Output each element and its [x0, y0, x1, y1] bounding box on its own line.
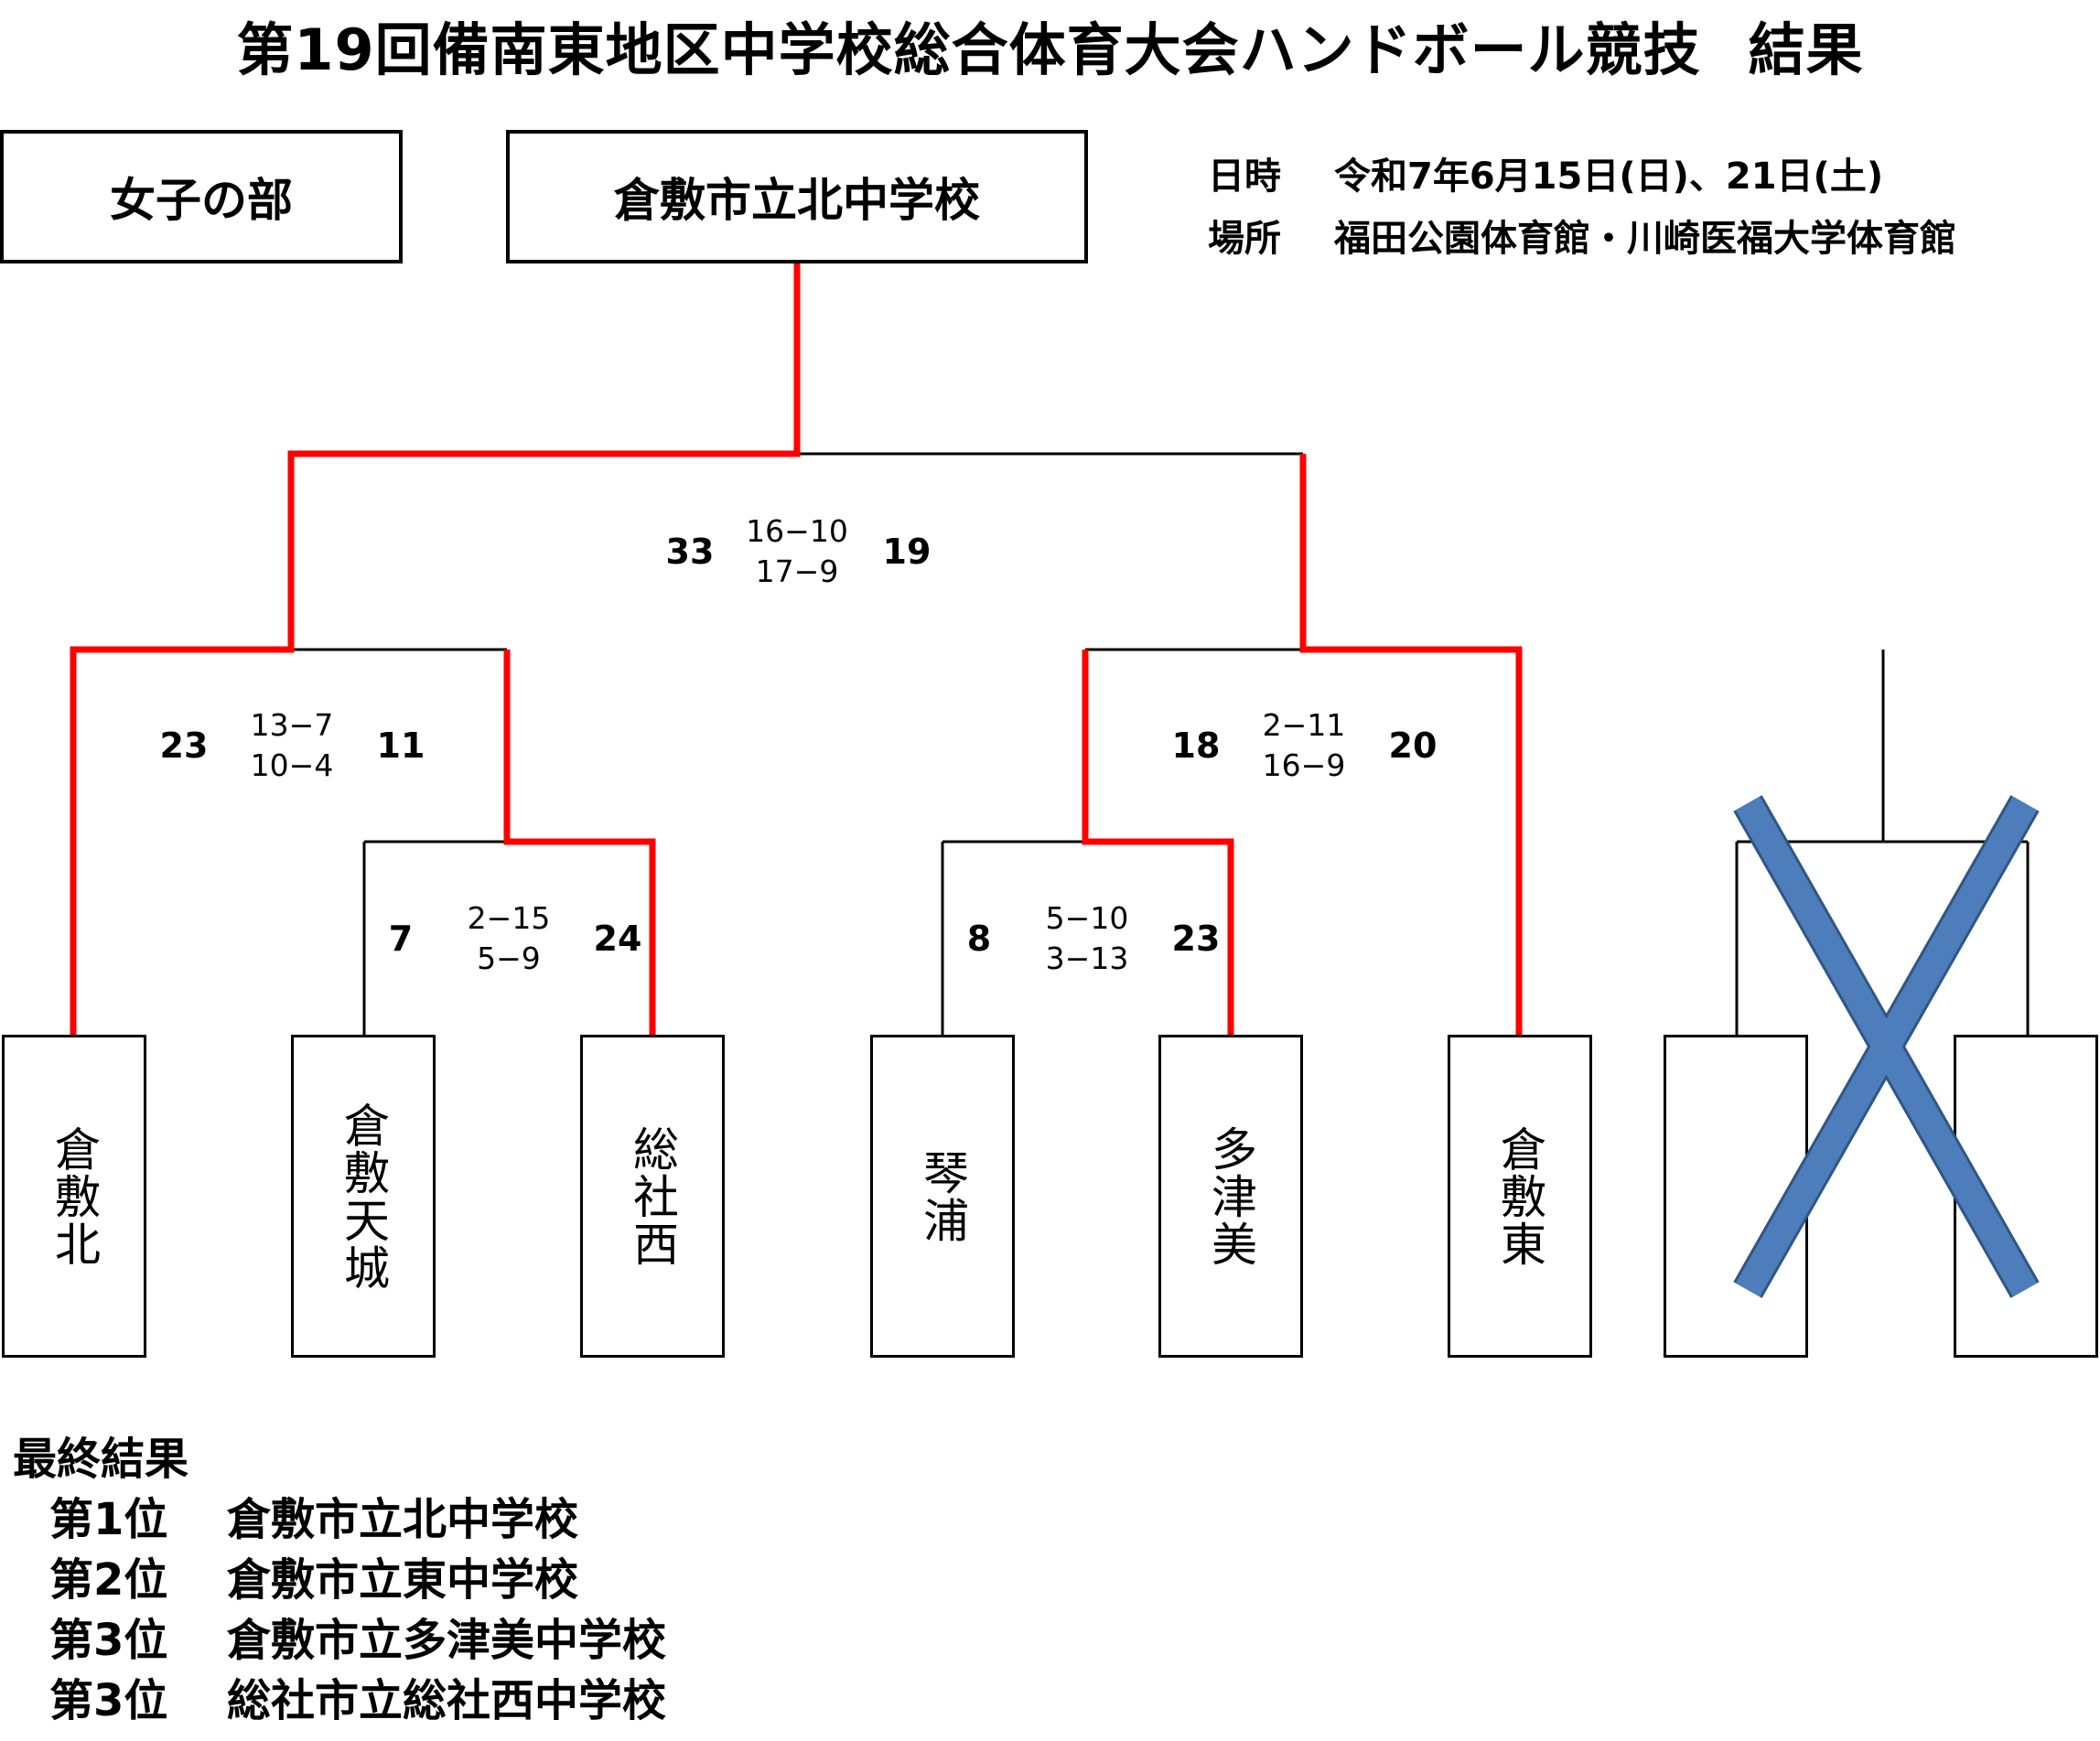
result-place: 第3位	[49, 1675, 168, 1726]
qf-right-score-right: 23	[1171, 919, 1221, 959]
second-half: 17−9	[755, 553, 839, 589]
result-row: 第1位 倉敷市立北中学校	[13, 1489, 666, 1550]
semi-right-score-right: 20	[1388, 725, 1438, 766]
first-half: 5−10	[1045, 900, 1129, 936]
team-name: 倉敷北	[48, 1124, 101, 1268]
team-box-5: 多津美	[1158, 1035, 1303, 1358]
venue-info: 場所 福田公園体育館・川崎医福大学体育館	[1208, 209, 1956, 262]
qf-right-half-scores: 5−10 3−13	[1046, 898, 1129, 979]
bracket-lines	[291, 452, 2030, 1035]
qf-left-score-right: 24	[593, 919, 642, 959]
team-name: 多津美	[1204, 1124, 1257, 1268]
venue-value: 福田公園体育館・川崎医福大学体育館	[1334, 218, 1956, 260]
team-name: 倉敷東	[1493, 1124, 1546, 1268]
first-half: 2−11	[1262, 707, 1346, 743]
winner-lines	[70, 263, 1523, 1035]
division-text: 女子の部	[110, 174, 293, 227]
result-school: 倉敷市立東中学校	[227, 1554, 579, 1606]
result-place: 第1位	[49, 1494, 168, 1545]
team-box-2: 倉敷天城	[291, 1035, 436, 1358]
final-results-heading: 最終結果	[13, 1434, 189, 1485]
first-half: 13−7	[250, 707, 334, 743]
title-suffix: 結果	[1748, 16, 1864, 83]
team-name: 琴浦	[916, 1148, 969, 1244]
result-row: 第3位 総社市立総社西中学校	[13, 1671, 666, 1731]
second-half: 3−13	[1045, 940, 1129, 976]
date-label: 日時	[1208, 156, 1281, 198]
result-row: 第3位 倉敷市立多津美中学校	[13, 1610, 666, 1671]
team-box-4: 琴浦	[870, 1035, 1015, 1358]
semi-left-score-right: 11	[376, 725, 425, 766]
result-school: 倉敷市立北中学校	[227, 1494, 579, 1545]
second-half: 16−9	[1262, 747, 1346, 783]
second-half: 5−9	[477, 940, 541, 976]
first-half: 16−10	[746, 513, 848, 549]
venue-label: 場所	[1208, 218, 1281, 260]
title-main: 第19回備南東地区中学校総合体育大会ハンドボール競技	[236, 16, 1701, 83]
semi-right-half-scores: 2−11 16−9	[1263, 705, 1346, 786]
team-box-6: 倉敷東	[1448, 1035, 1592, 1358]
first-half: 2−15	[467, 900, 551, 936]
division-label: 女子の部	[0, 130, 403, 263]
team-name: 倉敷天城	[337, 1101, 390, 1292]
winner-path-kurashiki-kita	[70, 263, 801, 1035]
date-value: 令和7年6月15日(日)、21日(土)	[1334, 156, 1884, 198]
qf-right-score-left: 8	[966, 919, 992, 959]
winner-path-kurashiki-higashi	[1299, 454, 1523, 1035]
result-school: 倉敷市立多津美中学校	[227, 1615, 667, 1666]
page-title: 第19回備南東地区中学校総合体育大会ハンドボール競技結果	[0, 4, 2100, 86]
result-school: 総社市立総社西中学校	[227, 1675, 667, 1726]
qf-left-score-left: 7	[388, 919, 414, 959]
winner-path-tatsumi	[1082, 650, 1234, 1035]
semi-left-score-left: 23	[159, 725, 209, 766]
date-info: 日時 令和7年6月15日(日)、21日(土)	[1208, 146, 1883, 199]
champion-box: 倉敷市立北中学校	[506, 130, 1088, 263]
cancel-stroke-2	[1735, 796, 2038, 1297]
cancel-x-mark	[1733, 795, 2040, 1298]
team-box-1: 倉敷北	[2, 1035, 146, 1358]
second-half: 10−4	[250, 747, 334, 783]
result-place: 第3位	[49, 1615, 168, 1666]
semi-left-half-scores: 13−7 10−4	[251, 705, 334, 786]
winner-path-soja-nishi	[503, 650, 656, 1035]
result-row: 第2位 倉敷市立東中学校	[13, 1550, 666, 1610]
team-name: 総社西	[626, 1124, 679, 1268]
final-score-left: 33	[665, 532, 715, 572]
final-results: 最終結果 第1位 倉敷市立北中学校 第2位 倉敷市立東中学校 第3位 倉敷市立多津美中…	[13, 1429, 666, 1731]
qf-left-half-scores: 2−15 5−9	[468, 898, 551, 979]
semi-right-score-left: 18	[1171, 725, 1221, 766]
final-score-right: 19	[882, 532, 932, 572]
champion-name: 倉敷市立北中学校	[614, 174, 980, 227]
result-place: 第2位	[49, 1554, 168, 1606]
final-half-scores: 16−10 17−9	[746, 511, 848, 592]
team-box-3: 総社西	[580, 1035, 725, 1358]
